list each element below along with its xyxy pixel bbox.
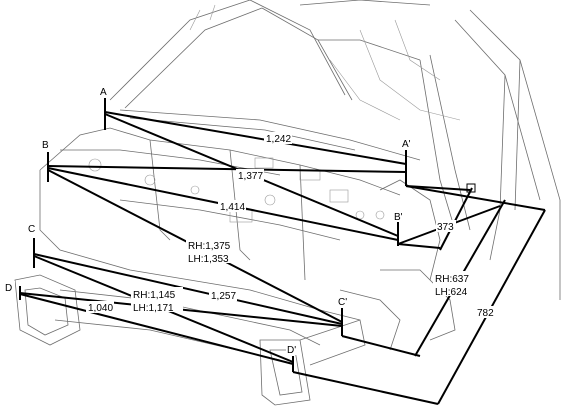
- point-label-a-prime: A': [402, 139, 411, 150]
- line-b-a-prime: [47, 165, 407, 173]
- point-label-b: B: [42, 140, 49, 151]
- point-label-c: C: [28, 224, 35, 235]
- point-label-d: D: [5, 283, 12, 294]
- ref-line-top: [405, 185, 546, 211]
- point-label-c-prime: C': [338, 297, 347, 308]
- dim-label-height-lh: LH:624: [435, 287, 468, 298]
- point-label-d-prime: D': [287, 345, 296, 356]
- dim-label-b-c-rh: RH:1,375: [188, 241, 231, 252]
- dim-label-c-d-rh: RH:1,145: [133, 290, 176, 301]
- point-labels: A B C D A' B' C' D': [4, 85, 415, 356]
- height-line-373: [439, 187, 473, 251]
- ref-line-a-prime: [405, 185, 471, 191]
- dim-label-1377: 1,377: [238, 171, 263, 182]
- ref-line-b-prime: [397, 243, 441, 249]
- ref-line-d-prime: [292, 371, 439, 405]
- dimension-labels: 1,242 1,377 1,414 RH:1,375 LH:1,353 1,25…: [86, 132, 495, 319]
- dim-label-1414: 1,414: [220, 202, 245, 213]
- dim-label-1242: 1,242: [266, 134, 291, 145]
- ref-line-c-prime: [341, 335, 421, 357]
- height-ref-box: [466, 183, 476, 193]
- line-c-c-prime: [33, 253, 343, 325]
- dim-label-c-d-lh: LH:1,171: [133, 303, 174, 314]
- point-label-b-prime: B': [394, 212, 403, 223]
- point-label-a: A: [100, 87, 107, 98]
- dim-label-1257: 1,257: [211, 291, 236, 302]
- dim-label-b-c-lh: LH:1,353: [188, 254, 229, 265]
- dim-label-782: 782: [477, 308, 494, 319]
- line-d-d-prime: [19, 293, 294, 365]
- dim-label-1040: 1,040: [88, 303, 113, 314]
- dim-label-373: 373: [437, 222, 454, 233]
- line-a-a-prime: [104, 111, 407, 165]
- dim-label-height-rh: RH:637: [435, 274, 469, 285]
